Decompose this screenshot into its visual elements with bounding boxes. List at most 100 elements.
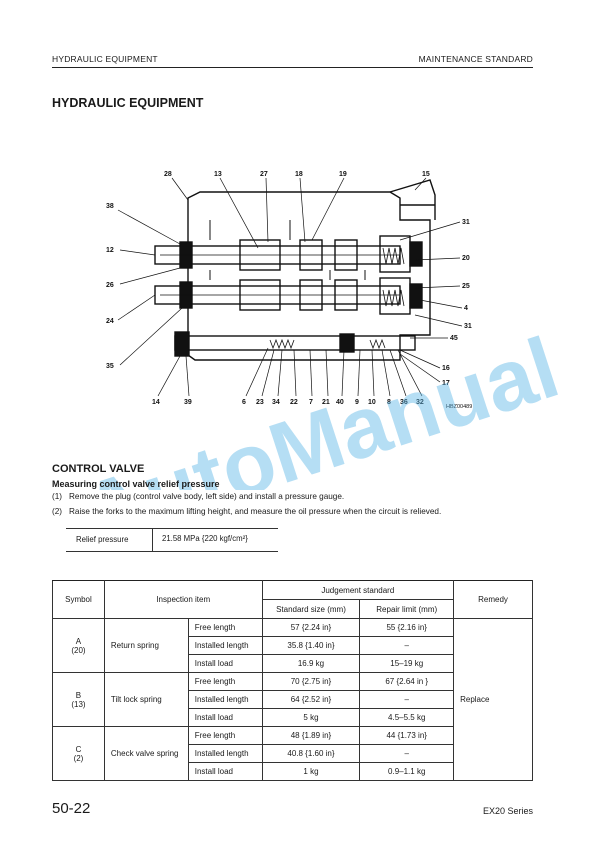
- standard-cell: 35.8 {1.40 in}: [261, 636, 361, 655]
- standard-cell: 16.9 kg: [261, 654, 361, 673]
- table-row: A (20) Return spring Free length 57 {2.2…: [52, 618, 533, 781]
- symbol-cell: C (2): [52, 726, 105, 781]
- part-name: Check valve spring: [103, 726, 189, 781]
- item-cell: Installed length: [187, 744, 263, 763]
- relief-pressure-box: Relief pressure 21.58 MPa {220 kgf/cm²}: [66, 528, 278, 552]
- callout-27: 27: [260, 171, 268, 178]
- page-title: HYDRAULIC EQUIPMENT: [52, 96, 204, 110]
- callout-31a: 31: [462, 219, 470, 226]
- repair-cell: 0.9–1.1 kg: [359, 762, 455, 781]
- item-cell: Install load: [187, 654, 263, 673]
- callout-35: 35: [106, 363, 114, 370]
- callout-13: 13: [214, 171, 222, 178]
- callout-10: 10: [368, 399, 376, 406]
- page-number: 50-22: [52, 800, 91, 817]
- callout-20: 20: [462, 255, 470, 262]
- section-title: CONTROL VALVE: [52, 463, 145, 475]
- repair-cell: 4.5–5.5 kg: [359, 708, 455, 727]
- callout-34: 34: [272, 399, 280, 406]
- item-cell: Free length: [187, 618, 263, 637]
- relief-pressure-label: Relief pressure: [76, 535, 129, 544]
- repair-cell: –: [359, 636, 455, 655]
- table-row: C (2) Check valve spring Free length 48 …: [52, 726, 533, 781]
- standard-cell: 40.8 {1.60 in}: [261, 744, 361, 763]
- callout-17: 17: [442, 380, 450, 387]
- standard-cell: 1 kg: [261, 762, 361, 781]
- symbol-number: (20): [71, 645, 86, 655]
- remedy-cell: Replace: [453, 618, 533, 781]
- standard-cell: 64 {2.52 in}: [261, 690, 361, 709]
- callout-32: 32: [416, 399, 424, 406]
- figure-id: HBZ00489: [446, 404, 472, 410]
- part-name: Return spring: [103, 618, 189, 673]
- item-cell: Install load: [187, 708, 263, 727]
- symbol-number: (2): [73, 753, 84, 763]
- step-2: (2) Raise the forks to the maximum liftin…: [52, 507, 441, 516]
- table-row: B (13) Tilt lock spring Free length 70 {…: [52, 672, 533, 727]
- symbol-cell: B (13): [52, 672, 105, 727]
- table-row: Install load 5 kg 4.5–5.5 kg: [53, 708, 533, 727]
- header-remedy: Remedy: [453, 580, 533, 619]
- relief-separator: [152, 529, 153, 551]
- callout-7: 7: [309, 399, 313, 406]
- callout-23: 23: [256, 399, 264, 406]
- callout-40: 40: [336, 399, 344, 406]
- header-repair-limit: Repair limit (mm): [359, 599, 455, 619]
- control-valve-diagram: 28 13 27 18 19 15 38 31 12 20 26 25 24 4…: [100, 160, 480, 420]
- series-label: EX20 Series: [482, 806, 533, 816]
- item-cell: Free length: [187, 726, 263, 745]
- standard-cell: 70 {2.75 in}: [261, 672, 361, 691]
- step-1: (1)Remove the plug (control valve body, …: [52, 492, 344, 501]
- repair-cell: –: [359, 744, 455, 763]
- header-rule: [52, 67, 533, 68]
- running-header-left: HYDRAULIC EQUIPMENT: [52, 54, 158, 64]
- callout-8: 8: [387, 399, 391, 406]
- step-2-text: Raise the forks to the maximum lifting h…: [69, 507, 442, 516]
- running-header-right: MAINTENANCE STANDARD: [418, 54, 533, 64]
- header-standard-size: Standard size (mm): [261, 599, 361, 619]
- callout-21: 21: [322, 399, 330, 406]
- callout-39: 39: [184, 399, 192, 406]
- callout-38: 38: [106, 203, 114, 210]
- symbol-cell: A (20): [52, 618, 105, 673]
- symbol-letter: A: [75, 636, 82, 646]
- callout-36: 36: [400, 399, 408, 406]
- callout-25: 25: [462, 283, 470, 290]
- standard-cell: 5 kg: [261, 708, 361, 727]
- callout-24: 24: [106, 318, 114, 325]
- callout-9: 9: [355, 399, 359, 406]
- callout-15: 15: [422, 171, 430, 178]
- step-1-number: (1): [52, 492, 63, 501]
- part-name: Tilt lock spring: [103, 672, 189, 727]
- symbol-letter: C: [75, 744, 82, 754]
- callout-19: 19: [339, 171, 347, 178]
- callout-14: 14: [152, 399, 160, 406]
- step-2-number: (2): [52, 507, 63, 516]
- table-row: Install load 16.9 kg 15–19 kg: [53, 654, 533, 673]
- header-judgement-standard: Judgement standard: [261, 580, 455, 600]
- header-inspection-item: Inspection item: [103, 580, 263, 619]
- item-cell: Installed length: [187, 690, 263, 709]
- repair-cell: 44 {1.73 in}: [359, 726, 455, 745]
- callout-12: 12: [106, 247, 114, 254]
- symbol-number: (13): [71, 699, 86, 709]
- callout-26: 26: [106, 282, 114, 289]
- repair-cell: –: [359, 690, 455, 709]
- symbol-letter: B: [75, 690, 82, 700]
- standard-cell: 57 {2.24 in}: [261, 618, 361, 637]
- callout-18: 18: [295, 171, 303, 178]
- item-cell: Install load: [187, 762, 263, 781]
- callout-16: 16: [442, 365, 450, 372]
- standard-cell: 48 {1.89 in}: [261, 726, 361, 745]
- callout-6: 6: [242, 399, 246, 406]
- table-row: Install load 1 kg 0.9–1.1 kg: [53, 762, 533, 781]
- callout-31b: 31: [464, 323, 472, 330]
- item-cell: Free length: [187, 672, 263, 691]
- header-symbol: Symbol: [52, 580, 105, 619]
- item-cell: Installed length: [187, 636, 263, 655]
- section-subtitle: Measuring control valve relief pressure: [52, 479, 220, 489]
- callout-22: 22: [290, 399, 298, 406]
- repair-cell: 55 {2.16 in}: [359, 618, 455, 637]
- repair-cell: 15–19 kg: [359, 654, 455, 673]
- relief-pressure-value: 21.58 MPa {220 kgf/cm²}: [162, 534, 248, 543]
